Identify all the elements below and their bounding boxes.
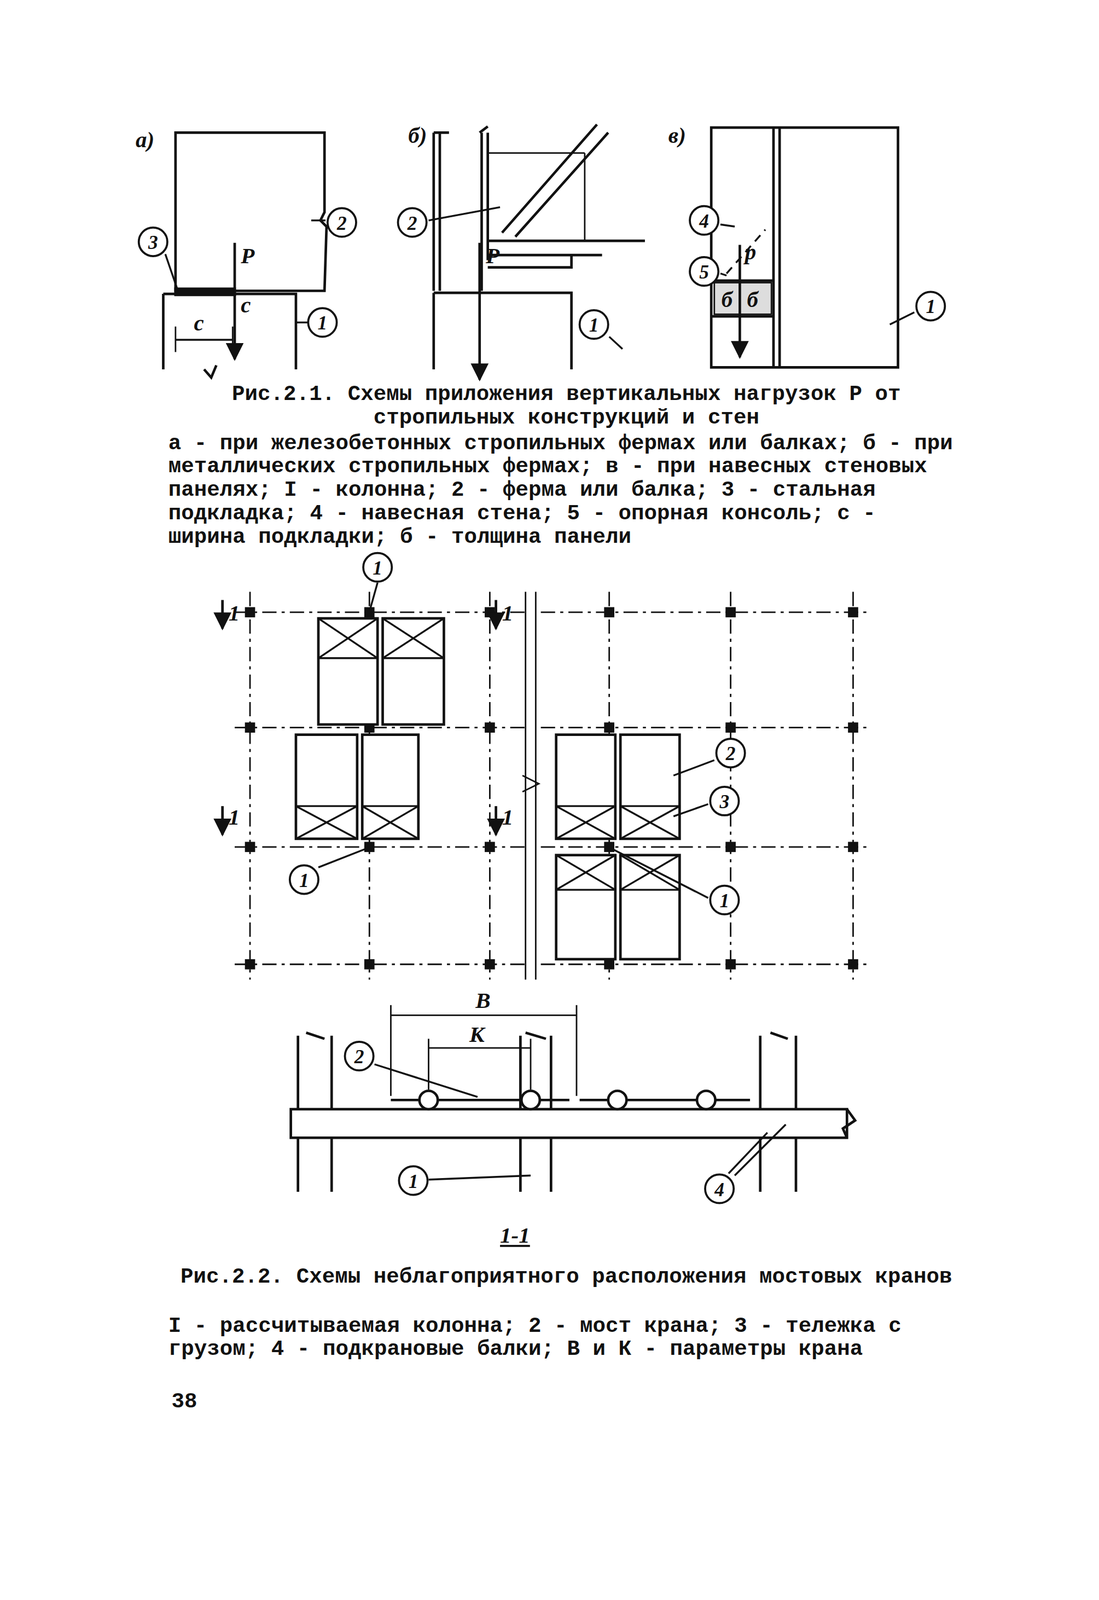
callout-number: 1 [408, 1170, 419, 1190]
callout-circle: 1 [288, 863, 320, 895]
callout-circle: 1 [362, 551, 393, 583]
callout-circle: 1 [306, 306, 338, 338]
load-label: Р [240, 245, 255, 268]
dimension-label: В [475, 989, 491, 1013]
load-label: р [745, 240, 757, 264]
callout-circle: 2 [344, 1040, 375, 1072]
callout-number: 4 [714, 1178, 725, 1199]
page-number: 38 [171, 1389, 197, 1413]
section-mark: 1 [228, 805, 241, 829]
callout-circle: 1 [915, 290, 946, 322]
callout-number: 5 [699, 261, 709, 281]
section-mark: 1 [502, 601, 514, 625]
section-mark: 1 [228, 601, 241, 625]
figure-letter: в) [668, 124, 686, 148]
callout-circle: 2 [715, 737, 747, 769]
callout-circle: 1 [578, 309, 610, 340]
dimension-label: с [240, 293, 251, 317]
callout-number: 3 [148, 231, 159, 252]
callout-circle: 4 [688, 205, 720, 236]
load-label: Р [485, 245, 500, 268]
callout-circle: 1 [398, 1165, 429, 1196]
dimension-label: с [193, 312, 204, 335]
figure-letter: а) [135, 128, 155, 151]
dimension-label: К [469, 1022, 485, 1046]
caption-legend: I - рассчитываемая колонна; 2 - мост кра… [168, 1313, 965, 1362]
callout-circle: 2 [326, 207, 358, 238]
callout-number: 2 [354, 1045, 365, 1066]
caption-legend: а - при железобетонных стропильных ферма… [168, 431, 965, 549]
figure-caption: Рис.2.1. Схемы приложения вертикальных н… [168, 382, 965, 430]
callout-number: 1 [589, 314, 600, 334]
callout-circle: 3 [137, 226, 169, 258]
figure-letter: б) [408, 124, 427, 148]
callout-number: 2 [336, 212, 347, 232]
callout-circle: 2 [397, 207, 428, 238]
section-title: 1-1 [499, 1224, 531, 1247]
callout-number: 1 [299, 869, 310, 889]
callout-circle: 4 [704, 1173, 735, 1205]
callout-circle: 1 [708, 884, 740, 916]
callout-number: 4 [699, 210, 709, 230]
figure-caption: Рис.2.2. Схемы неблагоприятного располож… [168, 1264, 965, 1289]
callout-number: 1 [719, 890, 730, 910]
callout-circle: 5 [688, 256, 720, 287]
callout-circle: 3 [708, 785, 740, 817]
callout-number: 1 [925, 296, 936, 316]
section-mark: 1 [502, 805, 514, 829]
callout-number: 3 [719, 791, 730, 811]
callout-number: 1 [317, 312, 328, 333]
callout-number: 1 [372, 557, 383, 577]
callout-number: 2 [725, 743, 736, 763]
dimension-label: б [721, 288, 733, 312]
callout-number: 2 [407, 212, 418, 232]
dimension-label: б [746, 288, 758, 312]
